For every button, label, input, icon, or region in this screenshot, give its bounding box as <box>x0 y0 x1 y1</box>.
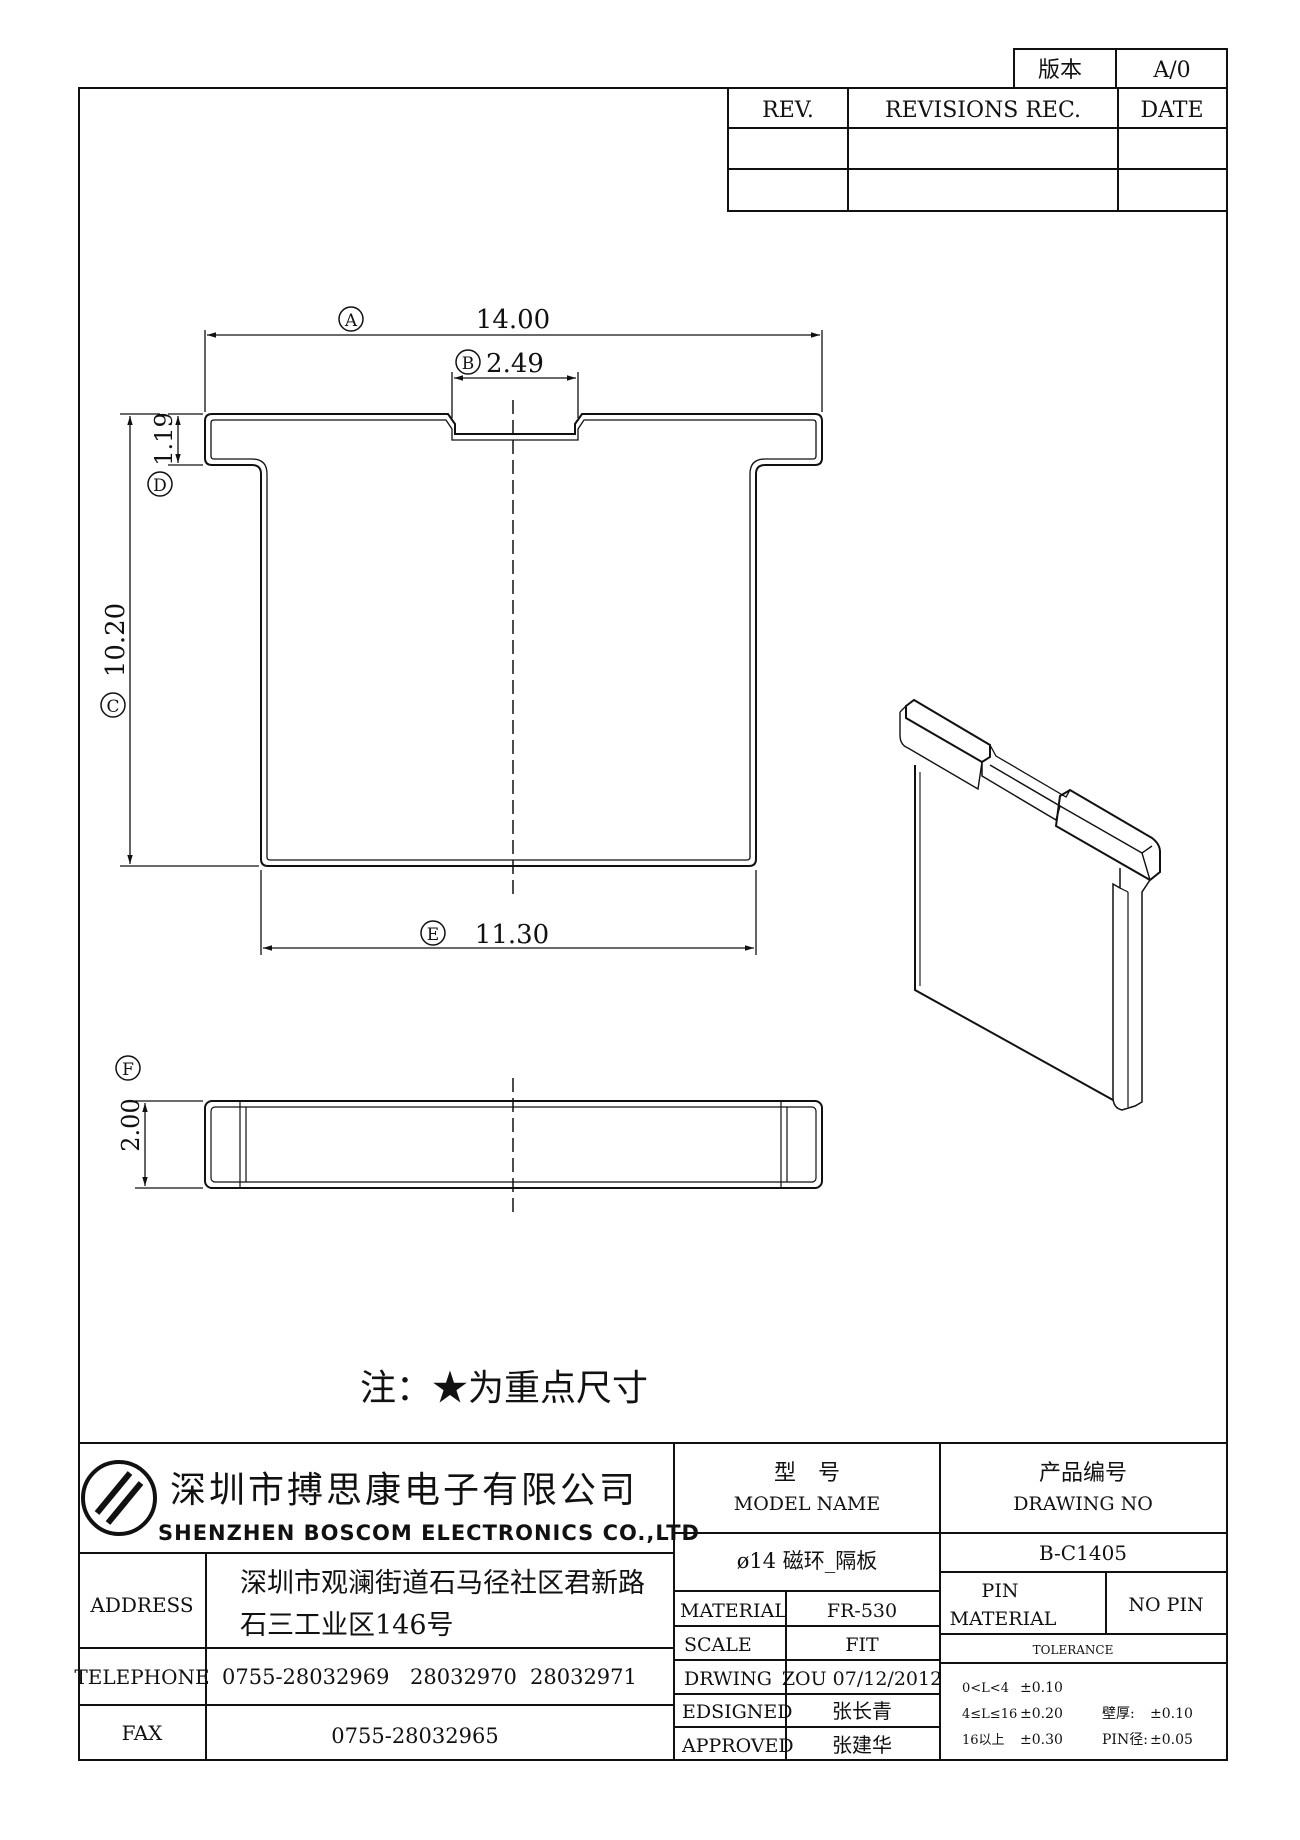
version-block: 版本 A/0 <box>1013 48 1228 89</box>
marker-e: E <box>427 925 439 945</box>
designed-value: 张长青 <box>832 1699 892 1723</box>
sheet-border <box>78 87 1228 1761</box>
telephone-number-2: 28032970 <box>410 1665 517 1689</box>
dimension-b: B 2.49 <box>451 349 579 418</box>
marker-e-circle <box>420 920 446 946</box>
pin-material-value: NO PIN <box>1128 1594 1203 1616</box>
approved-value: 张建华 <box>832 1733 892 1757</box>
marker-d: D <box>153 476 167 496</box>
scale-label: SCALE <box>684 1634 752 1656</box>
marker-a-circle <box>338 306 364 332</box>
marker-c-circle <box>100 692 126 718</box>
material-value: FR-530 <box>827 1600 897 1622</box>
dimension-a: A 14.00 <box>204 305 823 412</box>
dimension-e: E 11.30 <box>260 870 757 955</box>
tolerance-range: 0<L<4 <box>962 1681 1009 1696</box>
rev-header: REV. <box>762 98 814 123</box>
tolerance-value: ±0.20 <box>1020 1706 1063 1722</box>
fax-label: FAX <box>122 1721 164 1745</box>
revision-table: REV. REVISIONS REC. DATE <box>727 87 1228 212</box>
address-line-1: 深圳市观澜街道石马径社区君新路 <box>240 1568 645 1599</box>
dimension-d: 1.19 D <box>147 412 203 497</box>
drawing-no-label-en: DRAWING NO <box>1013 1493 1153 1515</box>
tolerance-value: ±0.30 <box>1020 1732 1063 1748</box>
designed-label: EDSIGNED <box>682 1701 793 1723</box>
marker-b-circle <box>455 349 481 375</box>
drawing-no-value: B-C1405 <box>1039 1541 1127 1565</box>
telephone-label: TELEPHONE <box>74 1665 209 1689</box>
company-logo <box>81 1460 157 1536</box>
side-view <box>204 1078 823 1215</box>
company-name-cn: 深圳市搏思康电子有限公司 <box>170 1470 638 1511</box>
pin-material-label-2: MATERIAL <box>950 1608 1057 1630</box>
date-header: DATE <box>1140 98 1203 123</box>
tolerance-range: 4≤L≤16 <box>962 1707 1017 1722</box>
title-block <box>79 1442 1227 1760</box>
model-label-cn: 型 号 <box>774 1461 840 1486</box>
dim-f-value: 2.00 <box>117 1098 145 1151</box>
dim-b-value: 2.49 <box>486 349 544 379</box>
marker-c: C <box>106 697 119 717</box>
dim-a-value: 14.00 <box>476 305 550 335</box>
telephone-number-1: 0755-28032969 <box>222 1665 389 1689</box>
tolerance-rows: 0<L<4 ±0.10 4≤L≤16 ±0.20 壁厚: ±0.10 16以上 … <box>962 1680 1193 1748</box>
model-label-en: MODEL NAME <box>734 1493 880 1515</box>
wall-thickness-value: ±0.10 <box>1150 1706 1193 1722</box>
material-label: MATERIAL <box>680 1600 787 1622</box>
wall-thickness-label: 壁厚: <box>1102 1706 1135 1722</box>
marker-d-circle <box>147 471 173 497</box>
dimension-f: 2.00 F <box>115 1055 203 1189</box>
marker-f: F <box>122 1060 134 1080</box>
approved-label: APPROVED <box>681 1735 794 1757</box>
version-label: 版本 <box>1038 58 1082 83</box>
revisions-rec-header: REVISIONS REC. <box>885 98 1081 123</box>
isometric-view <box>899 698 1161 1111</box>
marker-f-circle <box>115 1055 141 1081</box>
dim-c-value: 10.20 <box>101 603 131 677</box>
front-view <box>204 400 823 895</box>
address-label: ADDRESS <box>89 1593 193 1617</box>
telephone-number-3: 28032971 <box>530 1665 637 1689</box>
pin-diameter-label: PIN径: <box>1102 1732 1148 1748</box>
dimension-c: 10.20 C <box>100 413 259 867</box>
dim-d-value: 1.19 <box>150 412 178 465</box>
drawing-no-label-cn: 产品编号 <box>1039 1461 1127 1486</box>
dim-e-value: 11.30 <box>475 920 549 950</box>
drawing-label: DRWING <box>684 1668 772 1690</box>
key-dimension-note: 注：★为重点尺寸 <box>360 1368 648 1409</box>
marker-a: A <box>344 311 358 331</box>
model-value: ø14 磁环_隔板 <box>737 1549 878 1573</box>
drawing-value: ZOU 07/12/2012 <box>782 1668 942 1690</box>
tolerance-range: 16以上 <box>962 1733 1005 1748</box>
tolerance-value: ±0.10 <box>1020 1680 1063 1696</box>
fax-number: 0755-28032965 <box>331 1724 498 1748</box>
marker-b: B <box>462 354 475 374</box>
tolerance-label: TOLERANCE <box>1033 1643 1114 1657</box>
pin-material-label-1: PIN <box>982 1580 1019 1602</box>
version-value: A/0 <box>1152 58 1190 83</box>
address-line-2: 石三工业区146号 <box>240 1610 454 1641</box>
scale-value: FIT <box>845 1634 879 1656</box>
pin-diameter-value: ±0.05 <box>1150 1732 1193 1748</box>
company-name-en: SHENZHEN BOSCOM ELECTRONICS CO.,LTD <box>158 1521 700 1545</box>
